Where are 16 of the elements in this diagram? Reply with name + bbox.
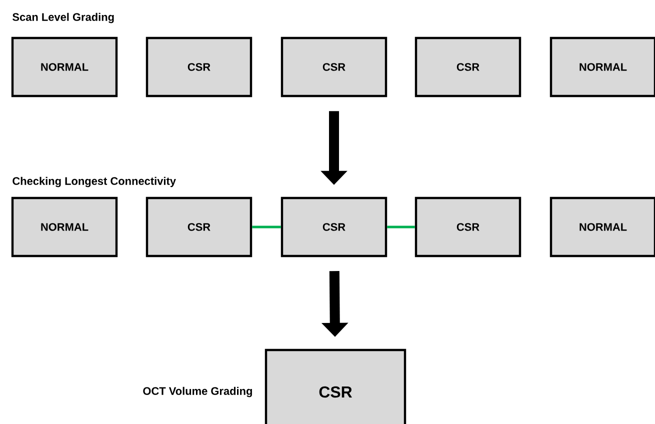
grade-box: NORMAL bbox=[11, 196, 118, 258]
grade-box: CSR bbox=[146, 36, 252, 98]
section-heading: Checking Longest Connectivity bbox=[12, 176, 176, 188]
grade-box: CSR bbox=[280, 36, 388, 98]
connector-line bbox=[387, 226, 415, 228]
grade-box: CSR bbox=[414, 36, 522, 98]
grade-box: CSR bbox=[264, 348, 406, 424]
grade-box: CSR bbox=[280, 196, 388, 258]
side-label: OCT Volume Grading bbox=[143, 386, 252, 398]
grade-box: NORMAL bbox=[550, 196, 655, 258]
grade-box: CSR bbox=[414, 196, 522, 258]
section-heading: Scan Level Grading bbox=[12, 12, 114, 24]
grade-box: CSR bbox=[146, 196, 252, 258]
grade-box: NORMAL bbox=[550, 36, 655, 98]
grade-box: NORMAL bbox=[11, 36, 118, 98]
connector-line bbox=[252, 226, 281, 228]
